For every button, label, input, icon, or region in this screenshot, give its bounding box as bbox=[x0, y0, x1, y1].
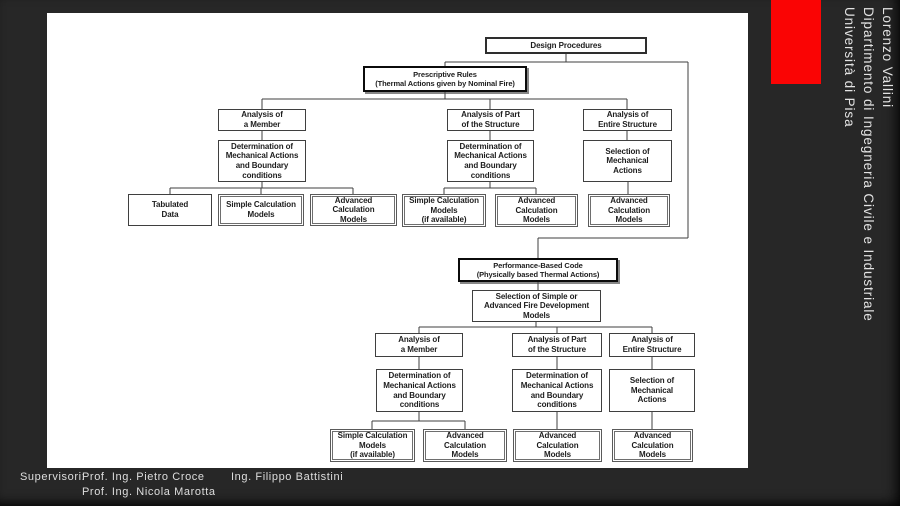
flowchart-box-analysis-member-prescriptive: Analysis of a Member bbox=[218, 109, 306, 131]
flowchart-box-determination-part-performance: Determination of Mechanical Actions and … bbox=[512, 369, 602, 412]
flowchart-box-analysis-part-prescriptive: Analysis of Part of the Structure bbox=[447, 109, 534, 131]
university-name: Università di Pisa bbox=[842, 7, 857, 128]
flowchart-box-advanced-calculation-member-performance: Advanced Calculation Models bbox=[423, 429, 507, 462]
red-accent-bar bbox=[771, 0, 821, 84]
flowchart-box-determination-member-prescriptive: Determination of Mechanical Actions and … bbox=[218, 140, 306, 182]
flowchart-box-simple-calculation-part: Simple Calculation Models (if available) bbox=[402, 194, 486, 227]
flowchart-box-prescriptive-rules: Prescriptive Rules (Thermal Actions give… bbox=[363, 66, 527, 92]
flowchart-box-simple-calculation-member: Simple Calculation Models bbox=[218, 194, 304, 226]
flowchart-box-advanced-calculation-member: Advanced Calculation Models bbox=[310, 194, 397, 226]
flowchart-box-analysis-entire-prescriptive: Analysis of Entire Structure bbox=[583, 109, 672, 131]
flowchart-box-selection-mechanical-prescriptive: Selection of Mechanical Actions bbox=[583, 140, 672, 182]
slide-sidebar-credits: Lorenzo Vallini Dipartimento di Ingegner… bbox=[840, 7, 897, 322]
flowchart-box-analysis-part-performance: Analysis of Part of the Structure bbox=[512, 333, 602, 357]
supervisors-label: Supervisori: bbox=[20, 471, 86, 483]
author-name: Lorenzo Vallini bbox=[880, 7, 895, 109]
flowchart-box-advanced-calculation-part: Advanced Calculation Models bbox=[495, 194, 578, 227]
flowchart-box-determination-member-performance: Determination of Mechanical Actions and … bbox=[376, 369, 463, 412]
flowchart-box-selection-fire-models: Selection of Simple or Advanced Fire Dev… bbox=[472, 290, 601, 322]
supervisor-nicola-marotta: Prof. Ing. Nicola Marotta bbox=[82, 486, 216, 498]
supervisor-filippo-battistini: Ing. Filippo Battistini bbox=[231, 471, 344, 483]
flowchart-box-analysis-entire-performance: Analysis of Entire Structure bbox=[609, 333, 695, 357]
flowchart-box-selection-mechanical-performance: Selection of Mechanical Actions bbox=[609, 369, 695, 412]
slide-canvas: Design Procedures Prescriptive Rules (Th… bbox=[47, 13, 748, 468]
flowchart-box-performance-based-code: Performance-Based Code (Physically based… bbox=[458, 258, 618, 282]
flowchart-box-advanced-calculation-entire: Advanced Calculation Models bbox=[588, 194, 670, 227]
flowchart-box-simple-calculation-member-performance: Simple Calculation Models (if available) bbox=[330, 429, 415, 462]
supervisor-pietro-croce: Prof. Ing. Pietro Croce bbox=[82, 471, 205, 483]
flowchart-box-tabulated-data: Tabulated Data bbox=[128, 194, 212, 226]
flowchart-box-analysis-member-performance: Analysis of a Member bbox=[375, 333, 463, 357]
flowchart-box-design-procedures: Design Procedures bbox=[485, 37, 647, 54]
flowchart-box-advanced-calculation-part-performance: Advanced Calculation Models bbox=[513, 429, 602, 462]
flowchart-box-determination-part-prescriptive: Determination of Mechanical Actions and … bbox=[447, 140, 534, 182]
flowchart-box-advanced-calculation-entire-performance: Advanced Calculation Models bbox=[612, 429, 693, 462]
department-name: Dipartimento di Ingegneria Civile e Indu… bbox=[861, 7, 876, 322]
